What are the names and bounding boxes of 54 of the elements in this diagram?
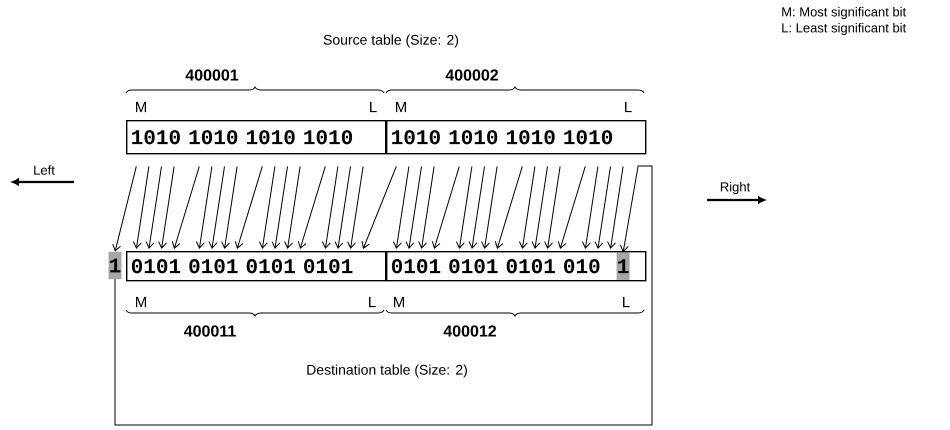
bit-marker: M bbox=[394, 296, 404, 308]
arrow bbox=[322, 166, 338, 249]
table-title: Source table (Size: 2) bbox=[324, 34, 458, 48]
shaded-bit: 1 bbox=[616, 252, 630, 280]
arrow bbox=[221, 166, 238, 249]
arrow bbox=[392, 166, 410, 249]
arrow bbox=[582, 166, 598, 249]
register-address: 400011 bbox=[184, 325, 236, 337]
arrow bbox=[481, 166, 498, 249]
arrow bbox=[284, 166, 301, 249]
key-text: L: Least significant bit bbox=[782, 22, 906, 36]
register-address: 400002 bbox=[446, 69, 498, 81]
arrow bbox=[532, 166, 548, 249]
arrow bbox=[132, 166, 150, 249]
arrow bbox=[114, 166, 652, 426]
arrow bbox=[158, 166, 175, 249]
arrow bbox=[258, 166, 276, 249]
register-address: 400012 bbox=[444, 325, 496, 337]
register-box: 1010 1010 1010 1010 bbox=[126, 120, 386, 154]
arrow bbox=[594, 166, 611, 249]
bit-marker: M bbox=[396, 102, 406, 112]
arrow bbox=[347, 166, 364, 249]
arrow bbox=[432, 166, 460, 249]
arrow bbox=[456, 166, 472, 249]
arrow bbox=[112, 166, 137, 252]
register-box: 0101 0101 0101 0101 bbox=[126, 251, 386, 282]
arrow bbox=[334, 166, 351, 249]
arrow bbox=[468, 166, 485, 249]
arrow bbox=[418, 166, 435, 249]
direction-label: Left bbox=[34, 165, 55, 175]
register-address: 400001 bbox=[186, 69, 238, 81]
arrow bbox=[234, 166, 263, 249]
key-text: M: Most significant bit bbox=[782, 6, 906, 20]
arrow bbox=[146, 166, 162, 249]
shaded-bit: 1 bbox=[108, 252, 122, 280]
bit-marker: L bbox=[369, 296, 376, 308]
arrow bbox=[272, 166, 288, 249]
arrow bbox=[196, 166, 212, 249]
arrow bbox=[518, 166, 536, 249]
arrow bbox=[298, 166, 326, 249]
arrow bbox=[607, 166, 624, 249]
arrow bbox=[208, 166, 225, 249]
arrow bbox=[558, 166, 586, 249]
bit-marker: L bbox=[623, 296, 630, 308]
arrow bbox=[494, 166, 523, 249]
arrow bbox=[406, 166, 422, 249]
direction-label: Right bbox=[720, 182, 750, 194]
table-title: Destination table (Size: 2) bbox=[307, 364, 467, 378]
bit-marker: L bbox=[370, 102, 377, 112]
arrow bbox=[361, 166, 397, 249]
bit-marker: M bbox=[136, 296, 146, 308]
arrow bbox=[544, 166, 561, 249]
register-box: 1010 1010 1010 1010 bbox=[386, 120, 646, 154]
arrow bbox=[172, 166, 200, 249]
